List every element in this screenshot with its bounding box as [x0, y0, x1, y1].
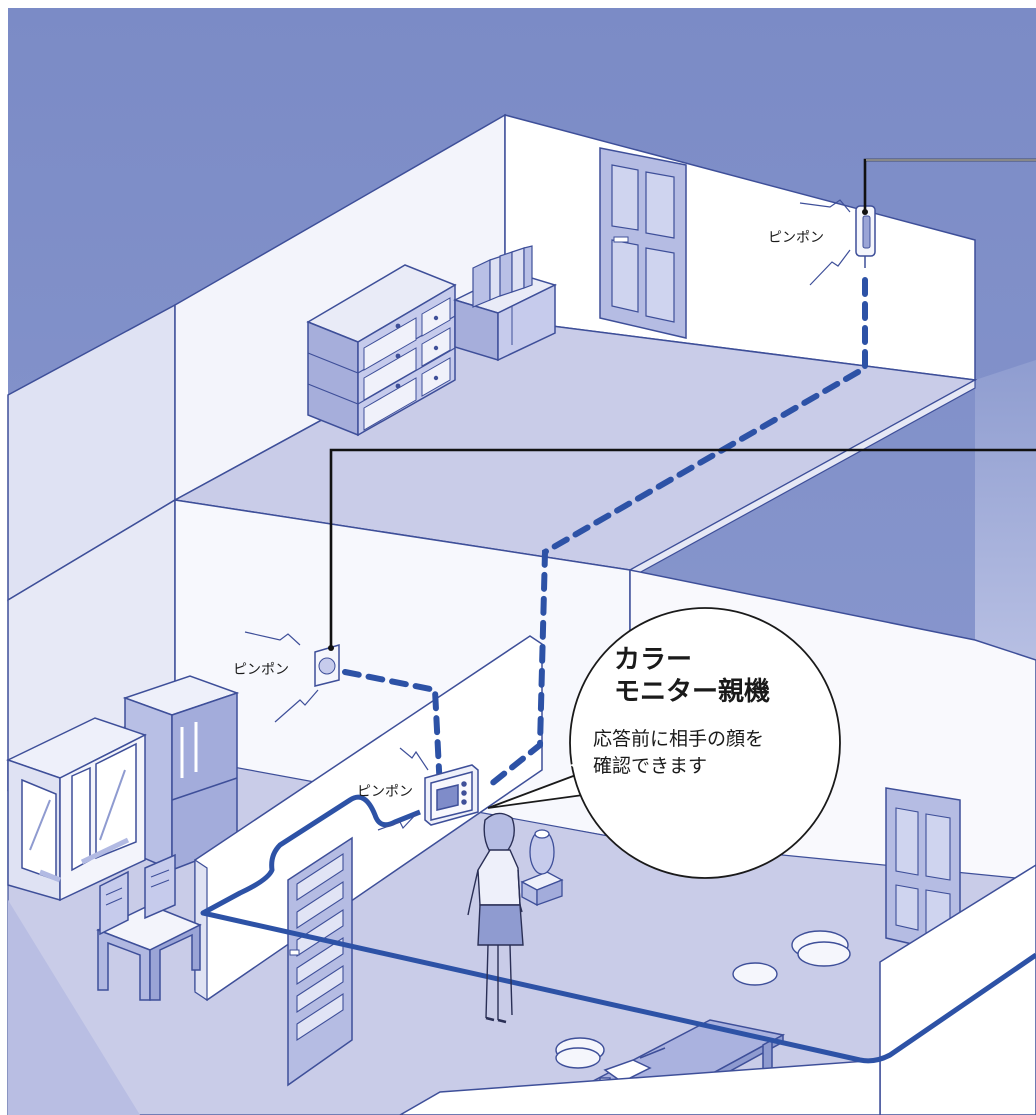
right-door [885, 787, 961, 956]
right-background-panel [975, 360, 1036, 660]
color-monitor-unit [424, 764, 479, 826]
drawer-cabinet [306, 264, 457, 437]
lower-door [287, 836, 353, 1087]
monitor-chime-label: ピンポン [357, 784, 413, 800]
leader-dot-upper [862, 209, 868, 215]
cupboard [6, 717, 147, 902]
leader-dot-left [328, 645, 334, 651]
left-chime-speaker [314, 644, 340, 687]
lower-floor [6, 498, 1036, 1115]
upper-chime-speaker [855, 205, 876, 268]
wiring-dashed [342, 277, 868, 793]
books [472, 245, 533, 308]
upper-door [599, 147, 687, 339]
wiring-solid [200, 794, 1036, 1064]
left-chime-sound-lines [244, 631, 319, 723]
monitor-sound-lines [377, 747, 429, 831]
dining-set [96, 853, 202, 1001]
callout-desc-line2: 確認できます [593, 755, 707, 777]
upper-chime-sound-lines [799, 199, 851, 286]
callout-title-line2: モニター親機 [614, 677, 770, 707]
vase-stand [520, 829, 564, 907]
callout-desc-line1: 応答前に相手の顔を [593, 728, 764, 750]
callout-title-line1: カラー [614, 645, 692, 675]
monitor-callout: カラー モニター親機 応答前に相手の顔を 確認できます [487, 607, 841, 879]
woman-figure [467, 812, 524, 1024]
upper-chime-label: ピンポン [768, 230, 824, 246]
cushions [555, 930, 851, 1069]
left-chime-label: ピンポン [233, 662, 289, 678]
